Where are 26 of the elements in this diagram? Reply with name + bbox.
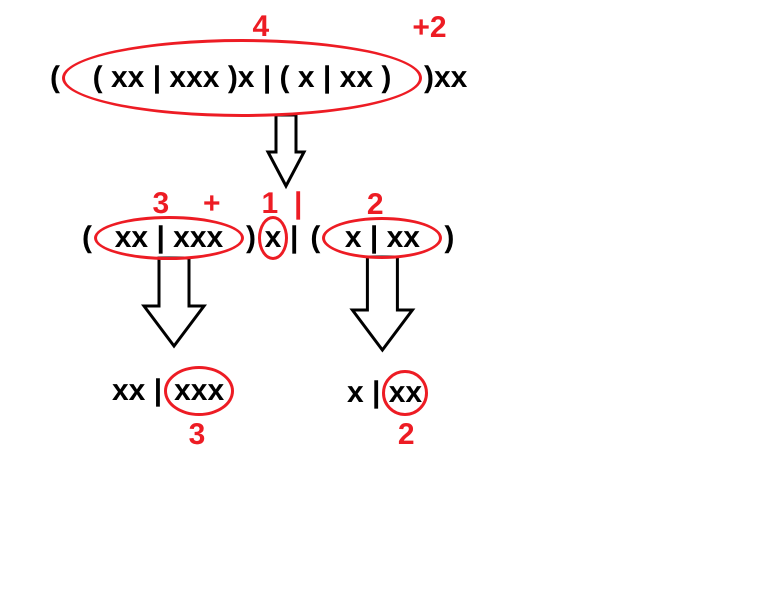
expression-text: xx |: [112, 376, 162, 406]
circled-expression: xxx: [164, 366, 234, 416]
expression-text: )xx: [424, 63, 468, 93]
expression-text: |: [290, 223, 298, 253]
operator-label: +: [203, 189, 221, 219]
circled-expression: xx: [382, 370, 428, 416]
expression-text: x |: [347, 378, 380, 408]
count-label: 2: [398, 420, 415, 450]
expression-text: ): [444, 223, 454, 253]
circled-expression: xx | xxx: [94, 216, 244, 260]
count-label: 3: [188, 420, 206, 450]
expression-text: (: [310, 223, 320, 253]
circled-expression: x: [258, 216, 288, 260]
circled-expression: ( xx | xxx )x | ( x | xx ): [62, 39, 422, 117]
block-arrow: [141, 256, 207, 348]
count-label: 2: [366, 190, 384, 220]
block-arrow: [349, 256, 416, 352]
count-label: 1: [262, 189, 278, 219]
expression-text: (: [82, 223, 92, 253]
expression-text: (: [50, 63, 60, 93]
block-arrow: [266, 114, 306, 190]
expression-text: ): [246, 223, 256, 253]
count-label: 4: [252, 12, 270, 42]
count-label: 3: [152, 189, 170, 219]
circled-expression: x | xx: [322, 217, 442, 259]
operator-label: |: [294, 189, 302, 219]
